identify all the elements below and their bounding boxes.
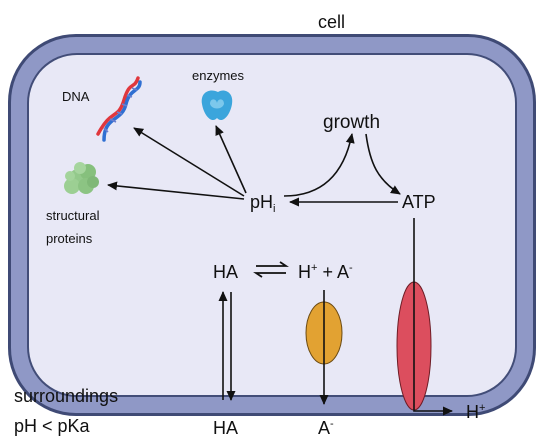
dna-helix-icon — [96, 76, 142, 142]
phi-main: pH — [250, 192, 273, 212]
plus-a-text: + A — [317, 262, 349, 282]
ha-inside-label: HA — [213, 262, 238, 282]
phi-arrows — [107, 125, 401, 207]
a-minus-sup: - — [349, 262, 353, 274]
phi-label: pHi — [250, 192, 275, 215]
cell-label: cell — [318, 12, 345, 32]
arrow-phi-to-enzymes — [215, 125, 247, 194]
h-outside-main: H — [466, 402, 479, 422]
atp-label: ATP — [402, 192, 436, 212]
cytoplasm — [29, 55, 515, 395]
dna-label: DNA — [62, 89, 90, 104]
surroundings-label-line1: surroundings — [14, 386, 118, 406]
enzyme-icon — [201, 90, 233, 121]
a-outside-sup: - — [330, 418, 334, 430]
structural-proteins-label-line2: proteins — [46, 231, 93, 246]
arrow-phi-to-proteins — [107, 181, 245, 200]
h-plus-sup: + — [311, 262, 317, 274]
equilibrium-arrows — [253, 261, 289, 278]
enzymes-label: enzymes — [192, 68, 245, 83]
structural-proteins-label-line1: structural — [46, 208, 100, 223]
arrow-phi-to-growth — [283, 133, 355, 197]
ha-diffusion-arrows — [218, 291, 236, 401]
arrow-phi-to-dna — [133, 127, 245, 197]
growth-label: growth — [323, 112, 380, 133]
arrow-growth-to-atp — [365, 133, 401, 195]
a-minus-outside-label: A- — [318, 418, 334, 438]
h-plus-H: H — [298, 262, 311, 282]
protein-icon — [64, 162, 99, 194]
h-plus-outside-label: H+ — [466, 402, 485, 422]
h-plus-a-minus-label: H+ + A- — [298, 262, 353, 282]
arrow-proton-export — [413, 218, 453, 416]
a-outside-main: A — [318, 418, 330, 438]
surroundings-label-line2: pH < pKa — [14, 416, 91, 436]
phi-subscript: i — [273, 203, 275, 215]
ha-outside-label: HA — [213, 418, 238, 438]
h-outside-sup: + — [479, 402, 485, 414]
